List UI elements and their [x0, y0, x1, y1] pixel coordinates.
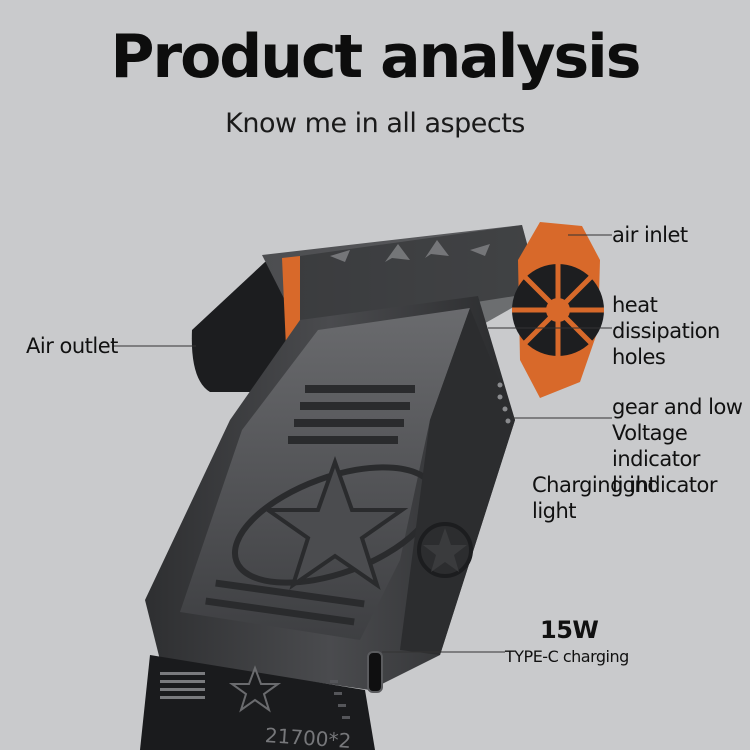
type-c-port [367, 651, 383, 693]
label-charging: TYPE-C charging [505, 647, 629, 666]
label-charging-light: Charging indicator light [532, 473, 718, 523]
indicator-lights [497, 382, 511, 424]
flag-emblem [160, 672, 205, 699]
blower-body: 21700*2 [140, 296, 515, 750]
air-inlet-cap [512, 222, 604, 398]
battery-marking: 21700*2 [264, 723, 352, 750]
heat-dissipation-grille [288, 385, 415, 444]
label-gear-1: gear and low [612, 395, 743, 419]
label-gear-3: indicator light [612, 447, 700, 497]
label-gear-2: Voltage [612, 421, 688, 445]
page-subtitle: Know me in all aspects [225, 108, 525, 139]
label-air-inlet: air inlet [612, 223, 688, 247]
label-power: 15W [540, 616, 599, 644]
page-title: Product analysis [110, 22, 642, 92]
label-heat-1: heat [612, 293, 658, 317]
label-air-outlet: Air outlet [26, 334, 118, 358]
label-heat-2: dissipation [612, 319, 720, 343]
label-heat-3: holes [612, 345, 666, 369]
callout-lines [112, 234, 612, 653]
